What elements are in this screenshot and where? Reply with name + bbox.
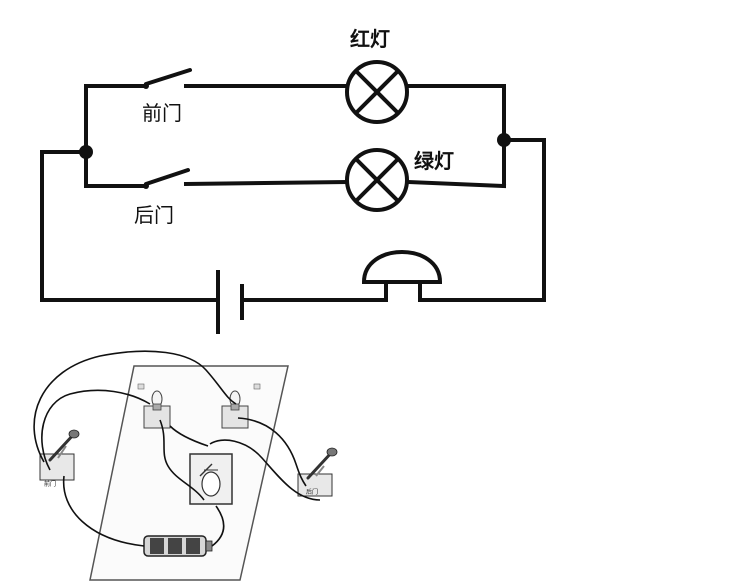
lamp-holder-left xyxy=(137,383,171,429)
photo-wire-6 xyxy=(209,439,321,501)
wire-bottom-branch-middle xyxy=(183,179,349,187)
battery-symbol xyxy=(216,270,244,334)
photo-wire-4 xyxy=(159,419,205,501)
battery-pack xyxy=(143,535,213,557)
circuit-schematic: 红灯 绿灯 前门 后门 xyxy=(40,27,546,334)
left-switch-component xyxy=(39,429,80,481)
photo-wire-1 xyxy=(33,350,237,463)
back-door-label: 后门 xyxy=(134,203,174,227)
front-door-label: 前门 xyxy=(142,101,182,125)
photo-wire-2 xyxy=(41,389,151,471)
red-lamp-label: 红灯 xyxy=(350,27,390,51)
wire-bottom-middle xyxy=(242,280,388,302)
front-door-switch xyxy=(143,68,192,89)
right-switch-component xyxy=(297,447,338,497)
green-lamp-symbol xyxy=(345,148,409,212)
right-switch-label: 后门 xyxy=(306,488,318,496)
wire-left-outer xyxy=(40,150,218,302)
photo-wire-5 xyxy=(237,417,307,487)
bell-symbol xyxy=(361,250,443,284)
photo-wire-3 xyxy=(62,475,145,547)
lamp-holder-right xyxy=(221,383,261,429)
back-door-switch xyxy=(143,168,190,189)
photo-wire-7 xyxy=(211,505,225,547)
circuit-photo-illustration: 前门 后门 xyxy=(33,350,338,581)
wire-bottom-branch-right xyxy=(405,179,507,189)
bell-component xyxy=(189,453,233,505)
green-lamp-label: 绿灯 xyxy=(414,149,454,173)
wire-right-outer xyxy=(418,138,546,302)
photo-wire-8 xyxy=(169,425,209,447)
junction-right xyxy=(497,133,511,147)
left-switch-label: 前门 xyxy=(44,480,56,488)
junction-left xyxy=(79,145,93,159)
red-lamp-symbol xyxy=(345,60,409,124)
